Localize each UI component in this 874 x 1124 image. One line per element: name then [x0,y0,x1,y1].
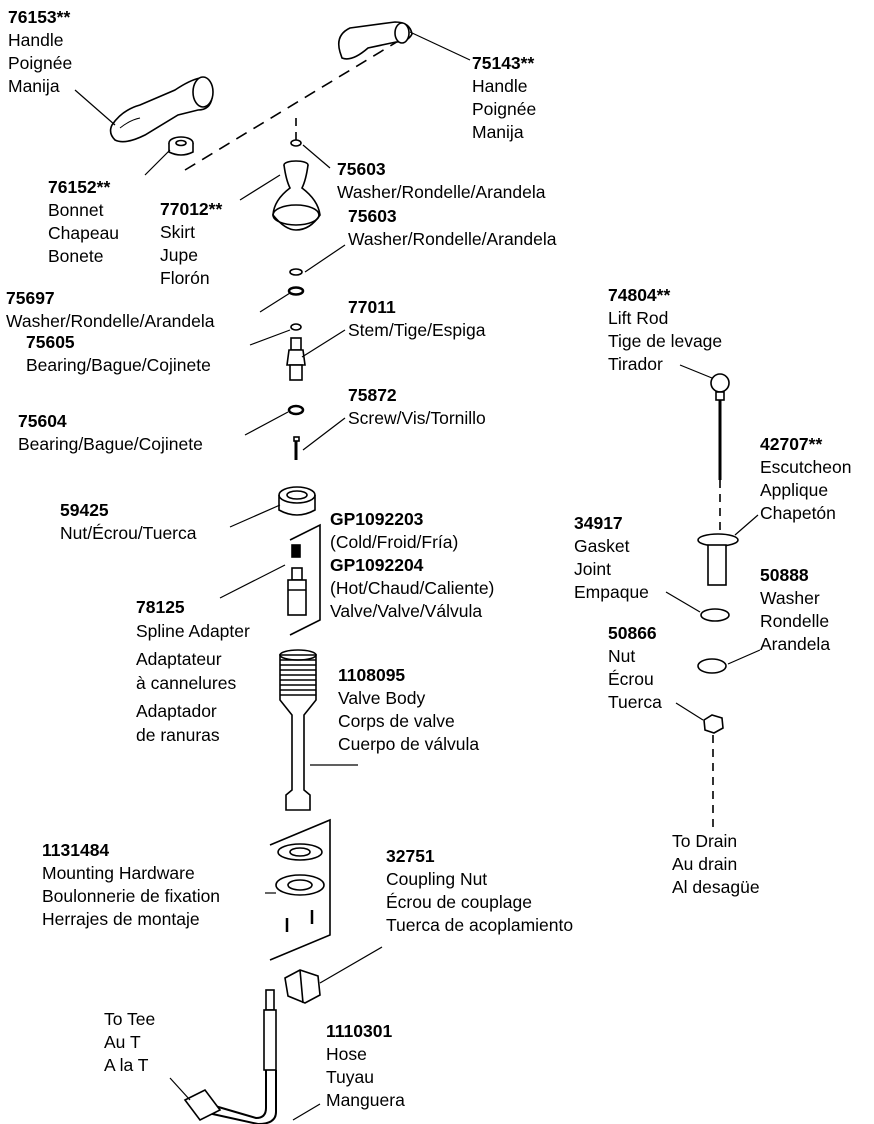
label-to-drain: To Drain Au drain Al desagüe [672,831,760,897]
label-washer-left: 75697 Washer/Rondelle/Arandela [6,288,215,331]
label-mounting-hardware: 1131484 Mounting Hardware Boulonnerie de… [42,840,221,929]
label-nut-upper: 59425 Nut/Écrou/Tuerca [60,500,197,543]
handle-right-part [337,21,413,60]
label-valve-body: 1108095 Valve Body Corps de valve Cuerpo… [338,665,480,754]
spline-adapter-part [291,544,301,558]
washer-75603-mid-part [289,268,303,276]
label-handle-left: 76153** Handle Poignée Manija [8,7,73,96]
label-to-tee: To Tee Au T A la T [104,1009,156,1075]
leader-lines [74,31,761,1121]
label-screw: 75872 Screw/Vis/Tornillo [348,385,486,428]
label-coupling-nut: 32751 Coupling Nut Écrou de couplage Tue… [386,846,574,935]
valve-body-part [279,649,317,811]
hose-part [183,989,277,1124]
label-washer-mid: 75603 Washer/Rondelle/Arandela [348,206,557,249]
washer-75697-part [287,286,305,296]
mounting-bracket [269,818,331,961]
washer-50888-part [697,658,727,674]
label-bearing-lower: 75604 Bearing/Bague/Cojinete [18,411,203,454]
nut-59425-part [278,486,316,516]
coupling-nut-part [284,969,321,1004]
valve-bracket [289,523,321,636]
label-stem: 77011 Stem/Tige/Espiga [348,297,486,340]
lift-rod-part [710,373,730,480]
label-gasket: 34917 Gasket Joint Empaque [574,513,649,602]
bonnet-part [168,136,194,156]
label-valve: GP1092203 (Cold/Froid/Fría) GP1092204 (H… [330,509,495,621]
bearing-75605-part [290,323,302,331]
mounting-hardware-part [275,843,325,932]
gasket-part [700,608,730,622]
skirt-part [272,160,321,231]
label-escutcheon: 42707** Escutcheon Applique Chapetón [760,434,852,523]
escutcheon-part [697,533,739,586]
label-bonnet: 76152** Bonnet Chapeau Bonete [48,177,120,266]
bearing-75604-part [287,404,305,416]
screw-part [293,436,300,460]
label-washer-drain: 50888 Washer Rondelle Arandela [760,565,831,654]
stem-part [286,337,306,381]
label-skirt: 77012** Skirt Jupe Florón [160,199,223,288]
label-hose: 1110301 Hose Tuyau Manguera [326,1021,405,1110]
handle-connector-line [184,39,401,171]
washer-75603-top-part [290,139,302,147]
label-spline-adapter: 78125 Spline Adapter Adaptateur à cannel… [136,597,250,745]
label-lift-rod: 74804** Lift Rod Tige de levage Tirador [608,285,723,374]
valve-cartridge-part [287,567,307,616]
label-nut-drain: 50866 Nut Écrou Tuerca [608,623,662,712]
label-washer-top: 75603 Washer/Rondelle/Arandela [337,159,546,202]
handle-left-part [109,76,214,143]
nut-50866-part [703,714,724,734]
label-handle-right: 75143** Handle Poignée Manija [472,53,537,142]
label-bearing-upper: 75605 Bearing/Bague/Cojinete [26,332,211,375]
